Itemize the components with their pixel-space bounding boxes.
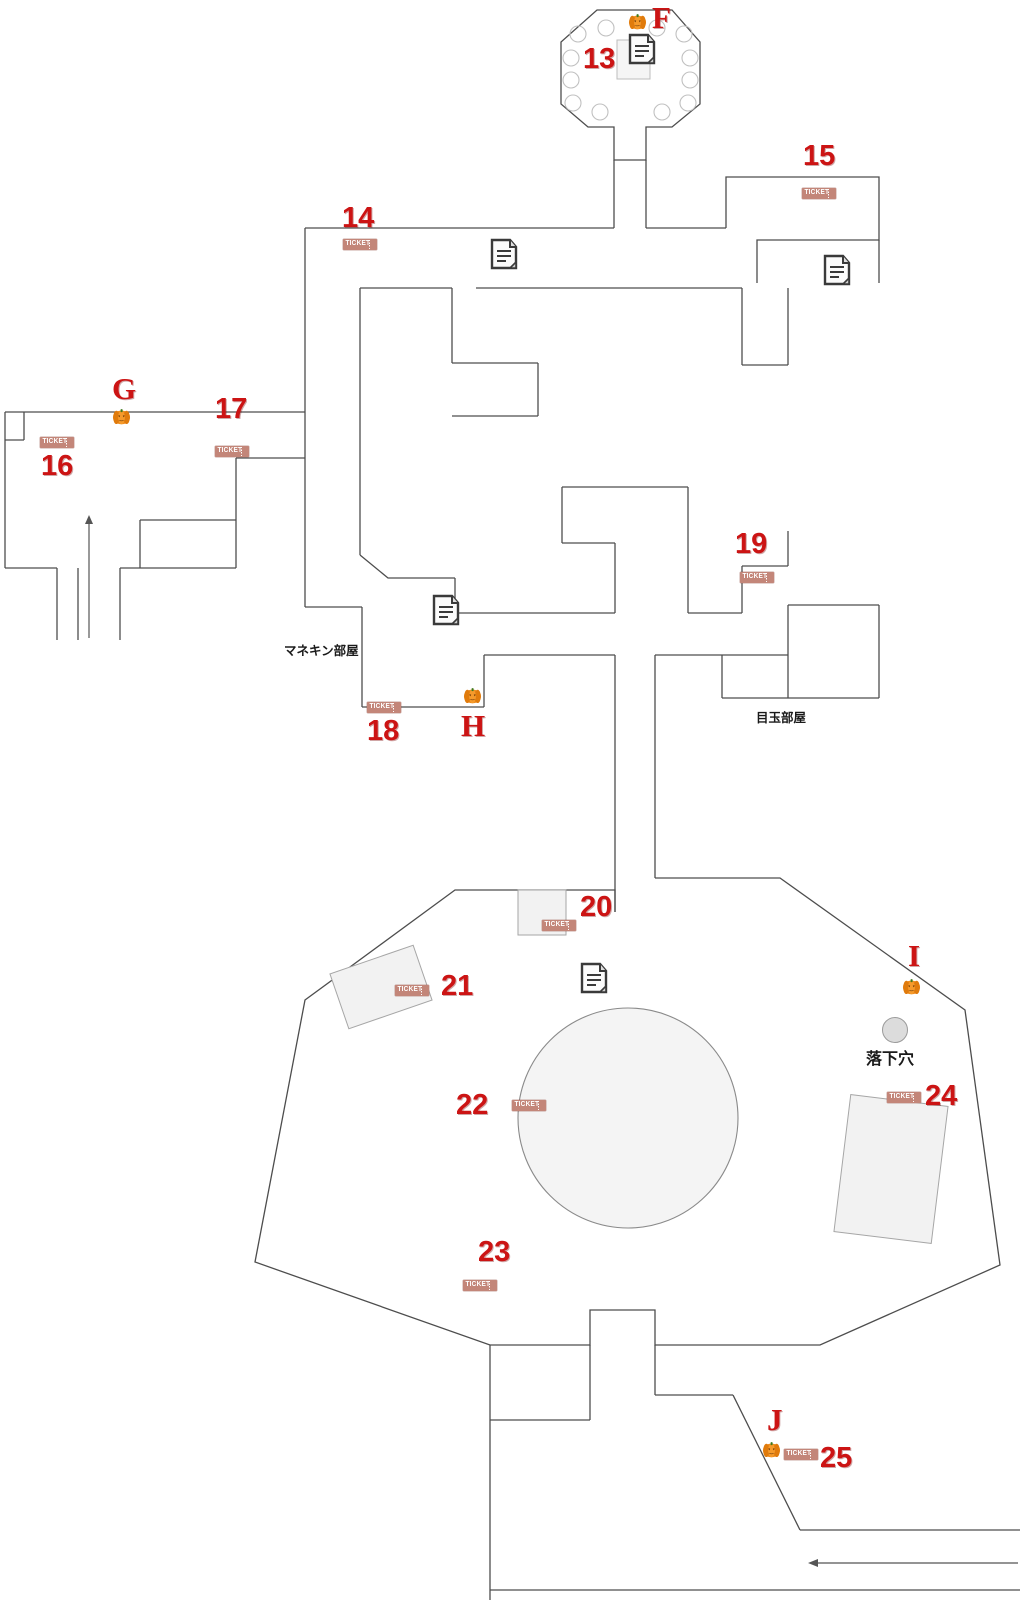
ticket-icon-text: TICKET bbox=[544, 920, 570, 929]
letter-marker-j[interactable]: J bbox=[767, 1402, 783, 1437]
ticket-icon-perforation bbox=[912, 1093, 914, 1102]
note-icon[interactable] bbox=[823, 254, 851, 286]
room-13-pillars bbox=[562, 19, 699, 121]
note-icon[interactable] bbox=[628, 33, 656, 65]
ticket-icon-perforation bbox=[420, 986, 422, 995]
bottom-diagonal-25 bbox=[732, 1394, 801, 1531]
ticket-icon[interactable]: TICKET bbox=[367, 702, 401, 713]
pumpkin-icon[interactable] bbox=[112, 407, 131, 425]
room-number-13[interactable]: 13 bbox=[583, 43, 616, 75]
ticket-icon-text: TICKET bbox=[889, 1092, 915, 1101]
ticket-icon-perforation bbox=[567, 921, 569, 930]
ticket-icon-text: TICKET bbox=[742, 572, 768, 581]
room-21-box bbox=[329, 944, 433, 1030]
drop-hole-label: 落下穴 bbox=[866, 1049, 915, 1068]
letter-marker-i[interactable]: I bbox=[908, 938, 921, 973]
ticket-icon[interactable]: TICKET bbox=[512, 1100, 546, 1111]
ticket-icon[interactable]: TICKET bbox=[343, 239, 377, 250]
ticket-icon-text: TICKET bbox=[369, 702, 395, 711]
ticket-icon-text: TICKET bbox=[465, 1280, 491, 1289]
room-number-14[interactable]: 14 bbox=[342, 202, 375, 234]
room-number-25[interactable]: 25 bbox=[820, 1442, 853, 1474]
ticket-icon[interactable]: TICKET bbox=[784, 1449, 818, 1460]
letter-marker-h[interactable]: H bbox=[461, 708, 486, 743]
note-icon[interactable] bbox=[490, 238, 518, 270]
ticket-icon-perforation bbox=[240, 447, 242, 456]
room-number-21[interactable]: 21 bbox=[441, 970, 474, 1002]
ticket-icon[interactable]: TICKET bbox=[887, 1092, 921, 1103]
drop-hole-circle bbox=[882, 1017, 908, 1043]
room-number-15[interactable]: 15 bbox=[803, 140, 836, 172]
note-icon[interactable] bbox=[432, 594, 460, 626]
ticket-icon-perforation bbox=[537, 1101, 539, 1110]
note-icon[interactable] bbox=[580, 962, 608, 994]
ticket-icon-text: TICKET bbox=[397, 985, 423, 994]
ticket-icon-text: TICKET bbox=[217, 446, 243, 455]
pumpkin-icon[interactable] bbox=[902, 977, 921, 995]
lower-hall-outline bbox=[254, 877, 1001, 1346]
central-platform-circle bbox=[517, 1007, 739, 1229]
inner-wall-diagonal bbox=[359, 554, 455, 579]
room-24-box bbox=[833, 1093, 949, 1245]
left-arrow-bottom-corridor bbox=[808, 1559, 1018, 1567]
ticket-icon-text: TICKET bbox=[804, 188, 830, 197]
ticket-icon[interactable]: TICKET bbox=[463, 1280, 497, 1291]
letter-marker-f[interactable]: F bbox=[652, 0, 671, 35]
ticket-icon-perforation bbox=[368, 240, 370, 249]
ticket-icon-perforation bbox=[392, 703, 394, 712]
ticket-icon[interactable]: TICKET bbox=[740, 572, 774, 583]
ticket-icon-text: TICKET bbox=[786, 1449, 812, 1458]
room-number-19[interactable]: 19 bbox=[735, 528, 768, 560]
letter-marker-g[interactable]: G bbox=[112, 371, 137, 406]
room-number-18[interactable]: 18 bbox=[367, 715, 400, 747]
ticket-icon[interactable]: TICKET bbox=[40, 437, 74, 448]
room-number-16[interactable]: 16 bbox=[41, 450, 74, 482]
ticket-icon-perforation bbox=[809, 1450, 811, 1459]
room-number-22[interactable]: 22 bbox=[456, 1089, 489, 1121]
room-number-20[interactable]: 20 bbox=[580, 891, 613, 923]
pumpkin-icon[interactable] bbox=[628, 12, 647, 30]
ticket-icon-perforation bbox=[827, 189, 829, 198]
ticket-icon-text: TICKET bbox=[514, 1100, 540, 1109]
room-number-17[interactable]: 17 bbox=[215, 393, 248, 425]
ticket-icon-text: TICKET bbox=[345, 239, 371, 248]
room-number-23[interactable]: 23 bbox=[478, 1236, 511, 1268]
room-number-24[interactable]: 24 bbox=[925, 1080, 958, 1112]
ticket-icon-perforation bbox=[488, 1281, 490, 1290]
room-label-mannequin: マネキン部屋 bbox=[284, 643, 359, 658]
up-arrow-room-16 bbox=[85, 515, 93, 638]
pumpkin-icon[interactable] bbox=[762, 1440, 781, 1458]
room-label-eyeball: 目玉部屋 bbox=[756, 710, 807, 725]
room-15-outline bbox=[725, 176, 880, 283]
ticket-icon-text: TICKET bbox=[42, 437, 68, 446]
ticket-icon-perforation bbox=[765, 573, 767, 582]
ticket-icon[interactable]: TICKET bbox=[215, 446, 249, 457]
ticket-icon[interactable]: TICKET bbox=[802, 188, 836, 199]
pumpkin-icon[interactable] bbox=[463, 686, 482, 704]
ticket-icon[interactable]: TICKET bbox=[542, 920, 576, 931]
ticket-icon[interactable]: TICKET bbox=[395, 985, 429, 996]
ticket-icon-perforation bbox=[65, 438, 67, 447]
